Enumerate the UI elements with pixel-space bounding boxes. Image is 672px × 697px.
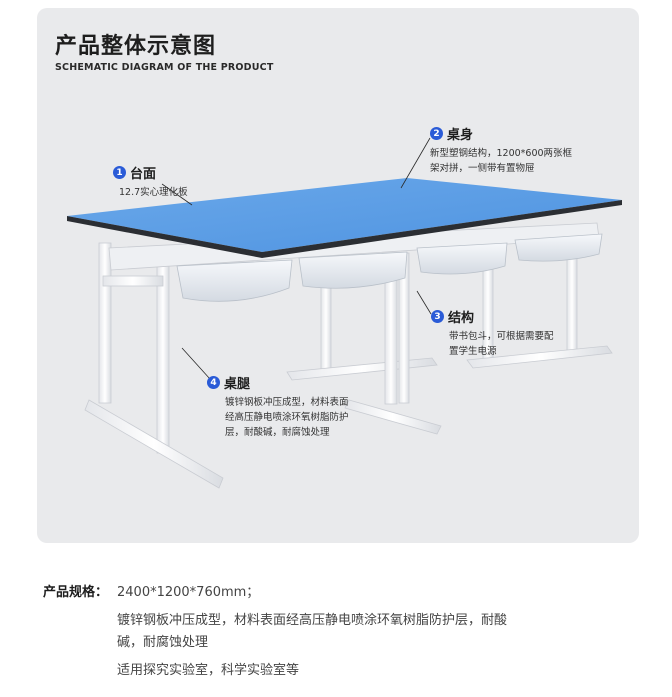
- desc-line: 置学生电源: [449, 346, 497, 357]
- callout-title: 结构: [448, 311, 475, 326]
- spec-details: 镀锌钢板冲压成型，材料表面经高压静电喷涂环氧树脂防护层，耐酸碱，耐腐蚀处理 适用…: [117, 610, 643, 682]
- table-illustration: [67, 137, 622, 489]
- desc-line: 镀锌钢板冲压成型，材料表面: [225, 397, 349, 408]
- product-specs: 产品规格： 2400*1200*760mm； 镀锌钢板冲压成型，材料表面经高压静…: [43, 582, 643, 688]
- number-badge: 4: [207, 376, 220, 389]
- desc-line: 带书包斗，可根据需要配: [449, 331, 554, 342]
- callout-table-legs: 4 桌腿 镀锌钢板冲压成型，材料表面 经高压静电喷涂环氧树脂防护 层，耐酸碱，耐…: [207, 373, 375, 440]
- product-diagram-panel: 产品整体示意图 SCHEMATIC DIAGRAM OF THE PRODUCT: [37, 8, 639, 543]
- number-badge: 3: [431, 310, 444, 323]
- callout-title: 台面: [130, 167, 157, 182]
- spec-size-row: 产品规格： 2400*1200*760mm；: [43, 582, 643, 604]
- spec-material: 镀锌钢板冲压成型，材料表面经高压静电喷涂环氧树脂防护层，耐酸碱，耐腐蚀处理: [117, 613, 508, 650]
- callout-structure: 3 结构 带书包斗，可根据需要配 置学生电源: [431, 307, 584, 359]
- callout-description: 带书包斗，可根据需要配 置学生电源: [449, 329, 584, 359]
- callout-description: 镀锌钢板冲压成型，材料表面 经高压静电喷涂环氧树脂防护 层，耐酸碱，耐腐蚀处理: [225, 395, 375, 440]
- desc-line: 层，耐酸碱，耐腐蚀处理: [225, 427, 330, 438]
- spec-label: 产品规格：: [43, 585, 109, 600]
- callout-tabletop: 1 台面 12.7实心理化板: [113, 163, 188, 200]
- callout-table-body: 2 桌身 新型塑钢结构，1200*600两张框 架对拼，一侧带有置物屉: [430, 124, 605, 176]
- desc-line: 12.7实心理化板: [119, 187, 188, 198]
- tabletop: [67, 178, 622, 258]
- book-bins: [176, 233, 603, 302]
- callout-lines: [161, 137, 432, 380]
- callout-title: 桌腿: [224, 377, 251, 392]
- number-badge: 2: [430, 127, 443, 140]
- page-title: 产品整体示意图: [55, 34, 217, 59]
- spec-size: 2400*1200*760mm；: [117, 585, 260, 600]
- callout-description: 12.7实心理化板: [119, 185, 188, 200]
- callout-description: 新型塑钢结构，1200*600两张框 架对拼，一侧带有置物屉: [430, 146, 605, 176]
- callout-title: 桌身: [447, 128, 474, 143]
- spec-usage: 适用探究实验室，科学实验室等: [117, 663, 300, 678]
- desc-line: 架对拼，一侧带有置物屉: [430, 163, 535, 174]
- page-subtitle: SCHEMATIC DIAGRAM OF THE PRODUCT: [55, 62, 274, 73]
- desc-line: 经高压静电喷涂环氧树脂防护: [225, 412, 349, 423]
- desc-line: 新型塑钢结构，1200*600两张框: [430, 148, 573, 159]
- number-badge: 1: [113, 166, 126, 179]
